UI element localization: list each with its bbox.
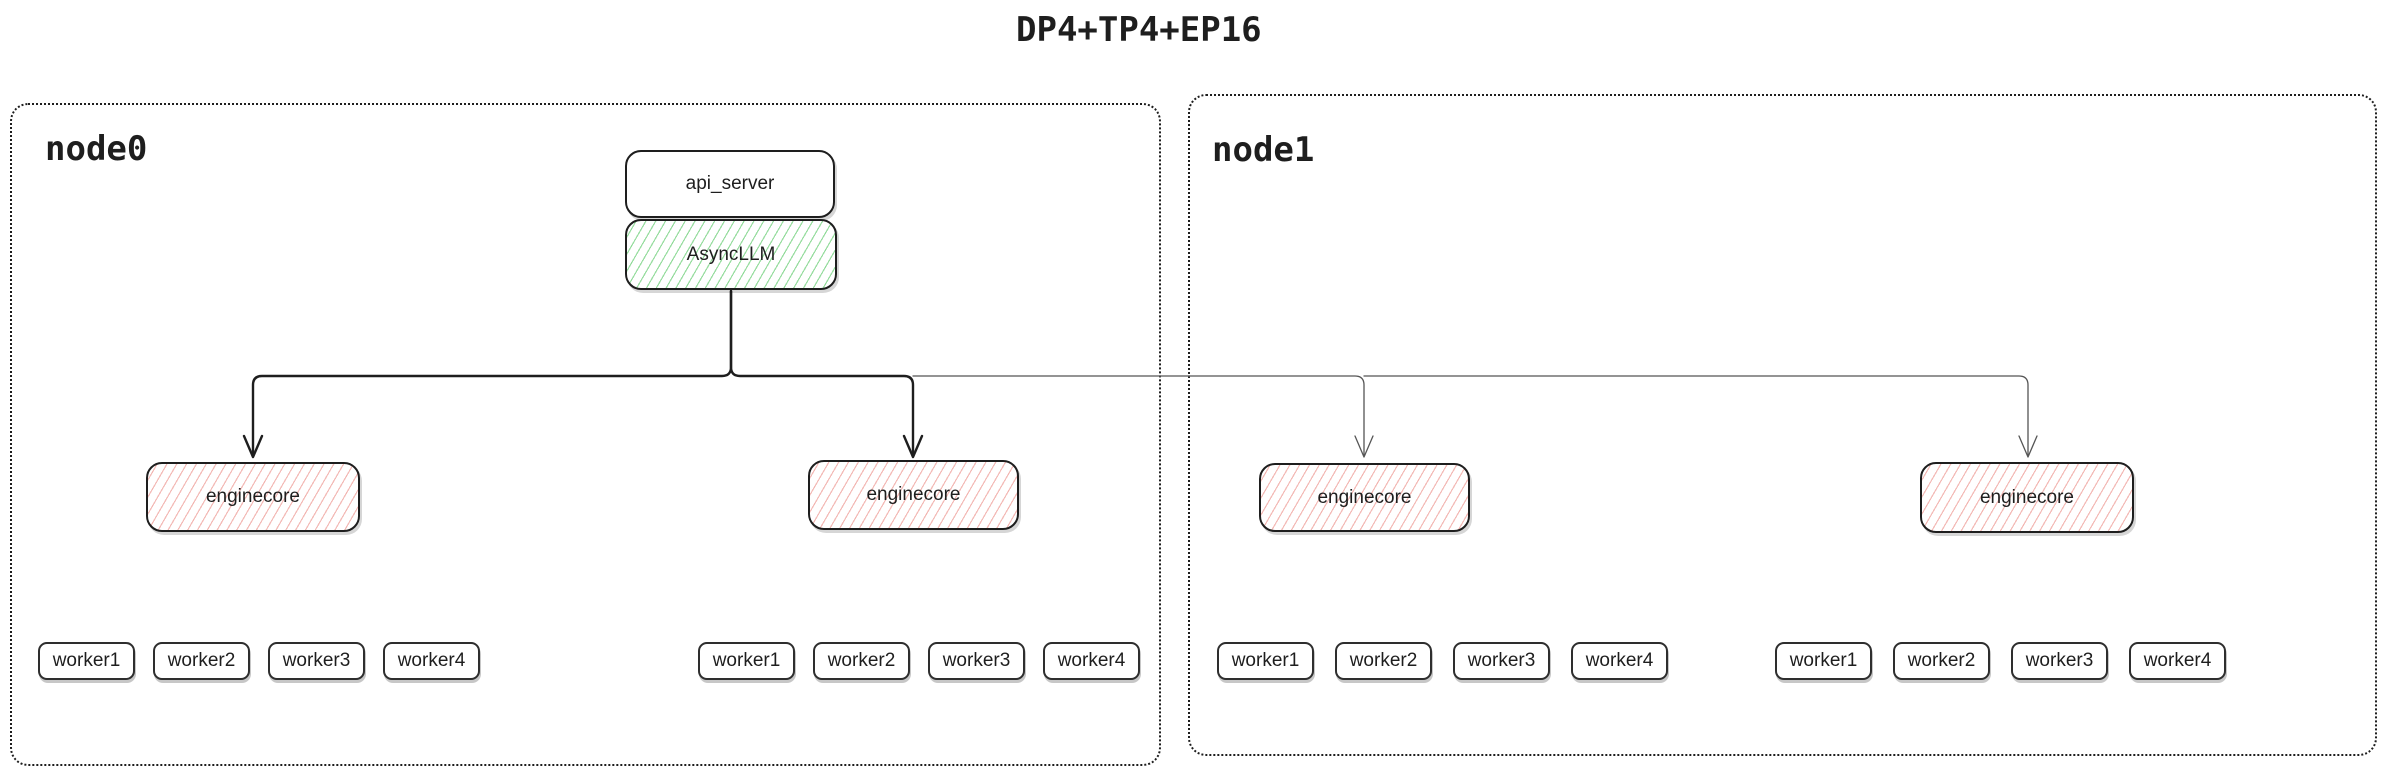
api-server-box: api_server <box>625 150 835 218</box>
worker-box: worker4 <box>1571 642 1668 680</box>
worker-group-node1-1: worker1 worker2 worker3 worker4 <box>1217 642 1668 680</box>
worker-box: worker3 <box>268 642 365 680</box>
worker-box: worker2 <box>813 642 910 680</box>
worker-box: worker3 <box>2011 642 2108 680</box>
enginecore-box: enginecore <box>146 462 360 532</box>
node1-label: node1 <box>1212 130 1315 170</box>
worker-box: worker4 <box>383 642 480 680</box>
node0-label: node0 <box>45 129 148 169</box>
worker-box: worker1 <box>1775 642 1872 680</box>
worker-box: worker4 <box>2129 642 2226 680</box>
worker-box: worker3 <box>1453 642 1550 680</box>
enginecore-box: enginecore <box>1920 462 2134 533</box>
diagram-title: DP4+TP4+EP16 <box>1016 10 1262 50</box>
worker-box: worker2 <box>1335 642 1432 680</box>
worker-box: worker1 <box>698 642 795 680</box>
worker-box: worker4 <box>1043 642 1140 680</box>
worker-box: worker3 <box>928 642 1025 680</box>
enginecore-box: enginecore <box>808 460 1019 530</box>
worker-group-node0-2: worker1 worker2 worker3 worker4 <box>698 642 1140 680</box>
enginecore-box: enginecore <box>1259 463 1470 532</box>
worker-group-node0-1: worker1 worker2 worker3 worker4 <box>38 642 480 680</box>
asyncllm-box: AsyncLLM <box>625 219 837 290</box>
worker-box: worker1 <box>38 642 135 680</box>
worker-box: worker2 <box>153 642 250 680</box>
worker-box: worker1 <box>1217 642 1314 680</box>
worker-box: worker2 <box>1893 642 1990 680</box>
worker-group-node1-2: worker1 worker2 worker3 worker4 <box>1775 642 2226 680</box>
